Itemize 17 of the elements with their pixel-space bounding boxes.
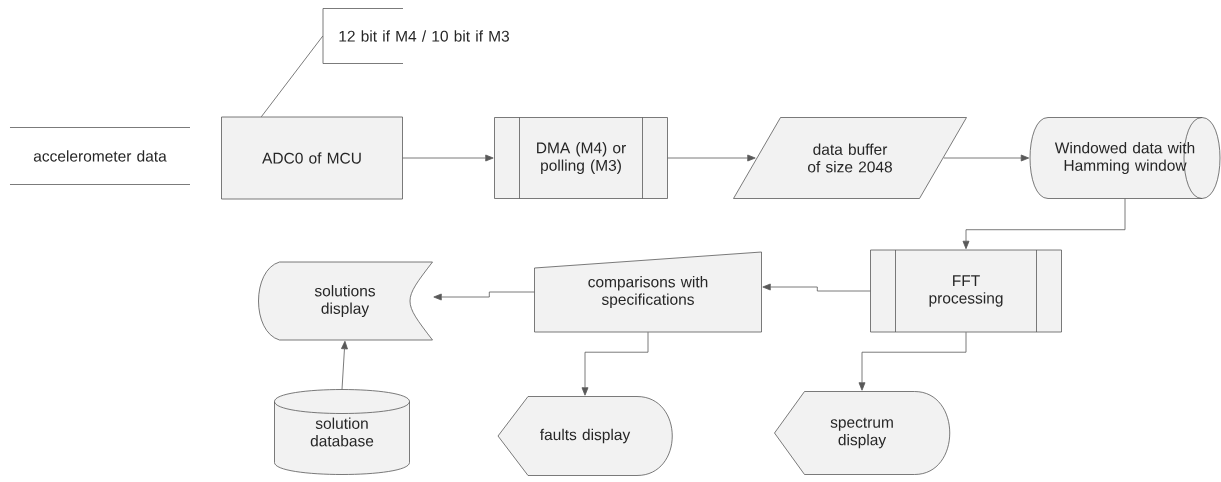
arrow <box>762 283 871 292</box>
arrow <box>858 331 967 391</box>
storage-cylinder: Windowed data with Hamming window <box>1029 117 1221 199</box>
database-cylinder: solution database <box>274 389 410 475</box>
arrow <box>667 154 756 162</box>
arrow <box>943 154 1030 162</box>
arrow <box>581 331 649 396</box>
arrow <box>341 340 348 390</box>
data-parallelogram: data buffer of size 2048 <box>733 117 967 199</box>
arrow <box>962 198 1126 250</box>
arrow <box>402 154 494 162</box>
leader-line <box>260 35 324 118</box>
arrow <box>433 291 535 301</box>
predefined-process-box: FFT processing <box>870 249 1062 333</box>
annotation: 12 bit if M4 / 10 bit if M3 <box>322 8 509 64</box>
predefined-process-box: DMA (M4) or polling (M3) <box>494 117 668 199</box>
process-box: ADC0 of MCU <box>221 116 403 200</box>
